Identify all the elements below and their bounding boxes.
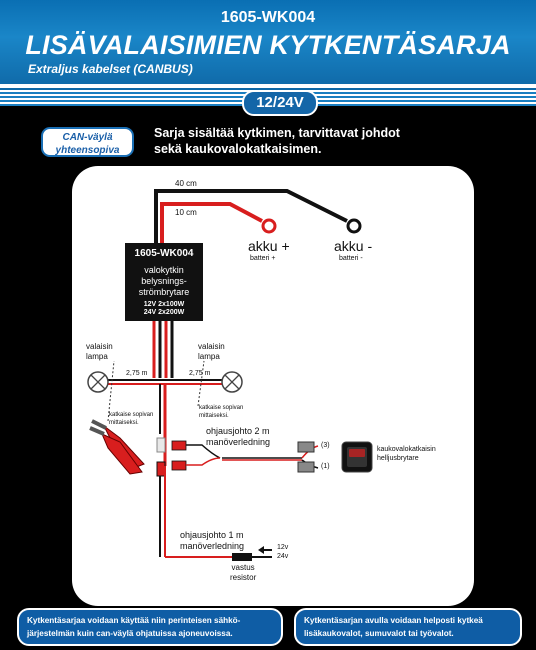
terminal-minus — [346, 218, 362, 234]
intro-line2: sekä kaukovalokatkaisimen. — [154, 142, 322, 156]
resistor-label: vastus resistor — [230, 563, 256, 583]
page-title: LISÄVALAISIMIEN KYTKENTÄSARJA — [25, 30, 511, 60]
cut-left-note: katkaise sopivan mittaiseksi. — [109, 411, 153, 427]
switch-label: kaukovalokatkaisin helljusbrytare — [377, 445, 436, 463]
relay-name-1: valokytkin — [144, 265, 184, 275]
can-badge-line1: CAN-väylä — [62, 132, 113, 143]
switch-label-1: kaukovalokatkaisin — [377, 446, 436, 453]
terminal-plus — [261, 218, 277, 234]
high-beam-switch-icon — [341, 441, 373, 473]
wiring-svg — [87, 189, 373, 561]
pin-3: (3) — [321, 442, 330, 449]
label-batteri-minus: batteri - — [339, 255, 363, 262]
cut-left-2: mittaiseksi. — [109, 420, 139, 426]
label-akku-plus: akku + — [248, 238, 290, 254]
label-10cm: 10 cm — [175, 208, 197, 217]
cut-right-2: mittaiseksi. — [199, 413, 229, 419]
label-akku-minus: akku - — [334, 238, 373, 254]
header-stripe — [0, 84, 536, 88]
relay-box: 1605-WK004 valokytkin belysnings- strömb… — [125, 243, 203, 321]
control-2m-2: manöverledning — [206, 437, 271, 447]
cut-right-note: katkaise sopivan mittaiseksi. — [199, 404, 243, 420]
lamp-left-label-1: valaisin — [86, 342, 113, 351]
relay-spec: 12V 2x100W 24V 2x200W — [125, 301, 203, 317]
lamp-right-label-2: lampa — [198, 352, 220, 361]
lamp-left-label: valaisin lampa — [86, 342, 113, 362]
control-2m-label: ohjausjohto 2 m manöverledning — [206, 426, 270, 448]
wiring-diagram: 40 cm 10 cm akku + batteri + akku - batt… — [72, 166, 474, 606]
can-compatible-badge: CAN-väylä yhteensopiva — [41, 127, 134, 157]
len-left: 2,75 m — [126, 370, 148, 377]
resistor-label-1: vastus — [231, 563, 255, 572]
header-banner: 1605-WK004 LISÄVALAISIMIEN KYTKENTÄSARJA… — [0, 0, 536, 106]
resistor-label-2: resistor — [230, 573, 257, 582]
wire-10cm — [160, 202, 263, 244]
footer-note-left: Kytkentäsarjaa voidaan käyttää niin peri… — [17, 608, 283, 646]
relay-name-3: strömbrytare — [138, 287, 190, 297]
cut-left-1: katkaise sopivan — [109, 412, 154, 418]
intro-line1: Sarja sisältää kytkimen, tarvittavat joh… — [154, 126, 400, 140]
wire-40cm — [154, 189, 348, 244]
relay-code: 1605-WK004 — [134, 248, 194, 259]
control-1m-2: manöverledning — [180, 541, 245, 551]
lamp-right-label: valaisin lampa — [198, 342, 225, 362]
pin-1: (1) — [321, 463, 330, 470]
voltage-label: 12v 24v — [277, 543, 288, 561]
control-1m-1: ohjausjohto 1 m — [180, 530, 244, 540]
product-code: 1605-WK004 — [220, 9, 316, 26]
intro-text: Sarja sisältää kytkimen, tarvittavat joh… — [154, 125, 400, 157]
resistor-icon — [232, 553, 252, 561]
lamp-right-icon — [221, 371, 243, 393]
switch-label-2: helljusbrytare — [377, 455, 419, 462]
lamp-right-label-1: valaisin — [198, 342, 225, 351]
control-2m-1: ohjausjohto 2 m — [206, 426, 270, 436]
pliers-icon — [89, 419, 145, 475]
len-right: 2,75 m — [189, 370, 211, 377]
control-1m-label: ohjausjohto 1 m manöverledning — [180, 530, 244, 552]
label-40cm: 40 cm — [175, 179, 197, 188]
relay-spec-2: 24V 2x200W — [143, 309, 185, 316]
lamp-left-label-2: lampa — [86, 352, 108, 361]
relay-name-2: belysnings- — [141, 276, 187, 286]
voltage-12v: 12v — [277, 544, 289, 551]
voltage-badge: 12/24V — [242, 90, 318, 116]
page-subtitle: Extraljus kabelset (CANBUS) — [28, 62, 193, 76]
cut-right-1: katkaise sopivan — [199, 405, 244, 411]
relay-spec-1: 12V 2x100W — [143, 301, 185, 308]
footer-note-right: Kytkentäsarjan avulla voidaan helposti k… — [294, 608, 522, 646]
voltage-24v: 24v — [277, 553, 289, 560]
label-batteri-plus: batteri + — [250, 255, 276, 262]
can-badge-line2: yhteensopiva — [55, 145, 120, 156]
relay-name: valokytkin belysnings- strömbrytare — [125, 265, 203, 298]
lamp-left-icon — [87, 371, 109, 393]
